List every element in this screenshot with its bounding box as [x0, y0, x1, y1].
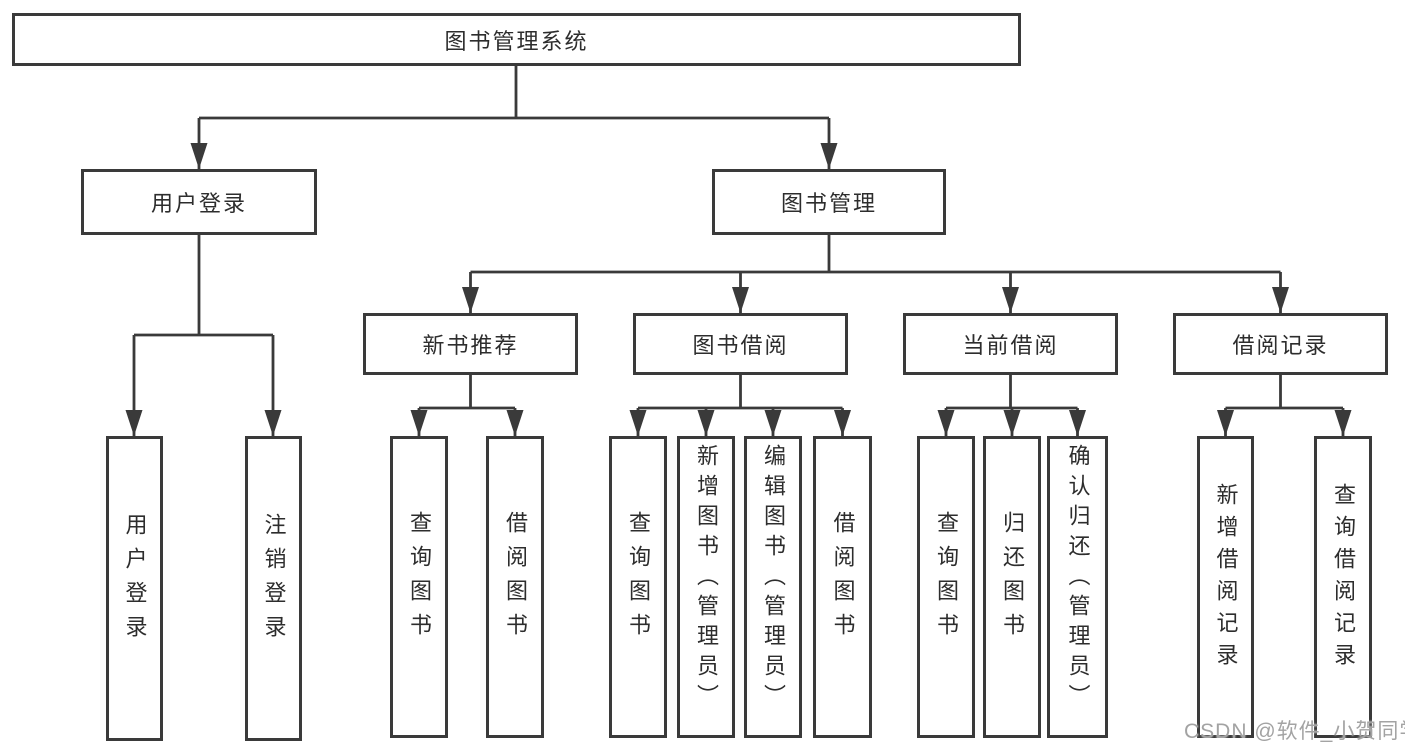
leaf-user-login: 用户登录: [106, 436, 163, 741]
leaf-add-book-admin: 新增图书（管理员）: [677, 436, 735, 738]
node-borrow-records: 借阅记录: [1173, 313, 1388, 375]
leaf-query-books-1: 查询图书: [390, 436, 448, 738]
leaf-query-books-2: 查询图书: [609, 436, 667, 738]
leaf-query-borrow-record: 查询借阅记录: [1314, 436, 1372, 738]
leaf-borrow-books-1: 借阅图书: [486, 436, 544, 738]
node-user-login-group: 用户登录: [81, 169, 317, 235]
leaf-return-book: 归还图书: [983, 436, 1041, 738]
node-book-borrowing: 图书借阅: [633, 313, 848, 375]
node-book-management: 图书管理: [712, 169, 946, 235]
csdn-watermark: CSDN @软件_小贺同学: [1184, 720, 1405, 743]
node-new-book-recommend: 新书推荐: [363, 313, 578, 375]
leaf-borrow-books-2: 借阅图书: [813, 436, 872, 738]
node-current-borrowing: 当前借阅: [903, 313, 1118, 375]
node-library-management-system: 图书管理系统: [12, 13, 1021, 66]
leaf-confirm-return-admin: 确认归还（管理员）: [1047, 436, 1108, 738]
leaf-add-borrow-record: 新增借阅记录: [1197, 436, 1254, 738]
leaf-edit-book-admin: 编辑图书（管理员）: [744, 436, 802, 738]
leaf-logout-login: 注销登录: [245, 436, 302, 741]
leaf-query-books-3: 查询图书: [917, 436, 975, 738]
